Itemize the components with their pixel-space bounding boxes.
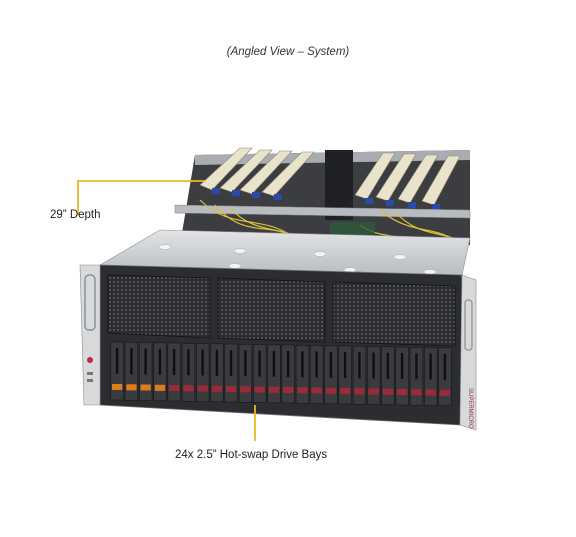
- drive-tray-vent: [429, 353, 432, 380]
- drive-tray-latch[interactable]: [154, 384, 166, 391]
- fan-grill-right: [332, 281, 456, 347]
- drive-tray-latch[interactable]: [297, 387, 308, 394]
- drive-tray-vent: [415, 353, 418, 380]
- drive-tray-latch[interactable]: [439, 389, 451, 396]
- drive-tray-latch[interactable]: [169, 385, 180, 391]
- drive-tray-latch[interactable]: [240, 386, 251, 393]
- drive-tray-vent: [358, 352, 361, 379]
- drive-tray-vent: [301, 351, 304, 378]
- drive-tray-latch[interactable]: [254, 386, 265, 393]
- drive-tray-latch[interactable]: [283, 387, 294, 393]
- drive-tray-latch[interactable]: [197, 385, 208, 392]
- drive-tray-vent: [215, 349, 219, 376]
- drive-tray-vent: [115, 348, 119, 374]
- power-button: [87, 357, 93, 363]
- drive-tray-vent: [343, 352, 347, 378]
- brand-vertical: SUPERMICRO: [467, 388, 473, 429]
- drive-bay-array: [110, 341, 452, 407]
- gpu-cards-left: [199, 147, 315, 200]
- drive-tray-latch[interactable]: [368, 388, 379, 395]
- drive-tray-latch[interactable]: [126, 384, 137, 391]
- drive-tray-latch[interactable]: [340, 388, 351, 394]
- depth-callout-label: 29” Depth: [50, 209, 101, 221]
- drive-tray-latch[interactable]: [226, 386, 237, 392]
- drive-tray-latch[interactable]: [183, 385, 194, 392]
- drive-tray-latch[interactable]: [425, 389, 436, 396]
- left-rack-ear: [79, 264, 101, 406]
- view-caption: (Angled View – System): [226, 46, 350, 58]
- drive-tray-latch[interactable]: [211, 385, 223, 392]
- drive-tray-vent: [244, 350, 247, 377]
- drive-tray-latch[interactable]: [397, 389, 408, 395]
- fan-grill-center: [217, 277, 326, 343]
- drive-tray-latch[interactable]: [325, 387, 337, 394]
- callout-lines: [77, 180, 256, 441]
- drive-tray-latch[interactable]: [112, 384, 123, 390]
- drive-tray-vent: [315, 351, 318, 378]
- drive-tray-vent: [286, 351, 290, 377]
- drive-tray-vent: [144, 348, 147, 375]
- depth-callout-line: [77, 180, 205, 215]
- drive-tray-latch[interactable]: [411, 389, 422, 396]
- drive-tray-vent: [201, 349, 204, 376]
- drive-tray-latch[interactable]: [354, 388, 365, 395]
- drive-tray-vent: [400, 353, 404, 379]
- drive-tray-vent: [329, 351, 333, 378]
- drive-tray-vent: [187, 349, 190, 376]
- drive-bays-callout-label: 24x 2.5” Hot-swap Drive Bays: [175, 449, 328, 461]
- drive-tray-vent: [443, 353, 447, 380]
- drive-tray-vent: [258, 350, 261, 377]
- drive-tray-vent: [158, 348, 162, 375]
- drive-tray-latch[interactable]: [140, 384, 151, 391]
- drive-tray-vent: [130, 348, 133, 375]
- drive-tray-vent: [272, 350, 276, 377]
- right-handle: [464, 299, 473, 351]
- drive-tray-latch[interactable]: [382, 388, 394, 395]
- drive-tray-vent: [372, 352, 375, 379]
- left-handle: [84, 274, 96, 331]
- drive-tray-vent: [386, 352, 390, 379]
- drive-tray-latch[interactable]: [268, 386, 280, 393]
- fan-grill-left: [107, 274, 211, 339]
- drive-tray-latch[interactable]: [311, 387, 322, 394]
- drive-tray-vent: [172, 349, 176, 375]
- gpu-cards-right: [354, 152, 461, 210]
- drive-tray-vent: [229, 350, 233, 376]
